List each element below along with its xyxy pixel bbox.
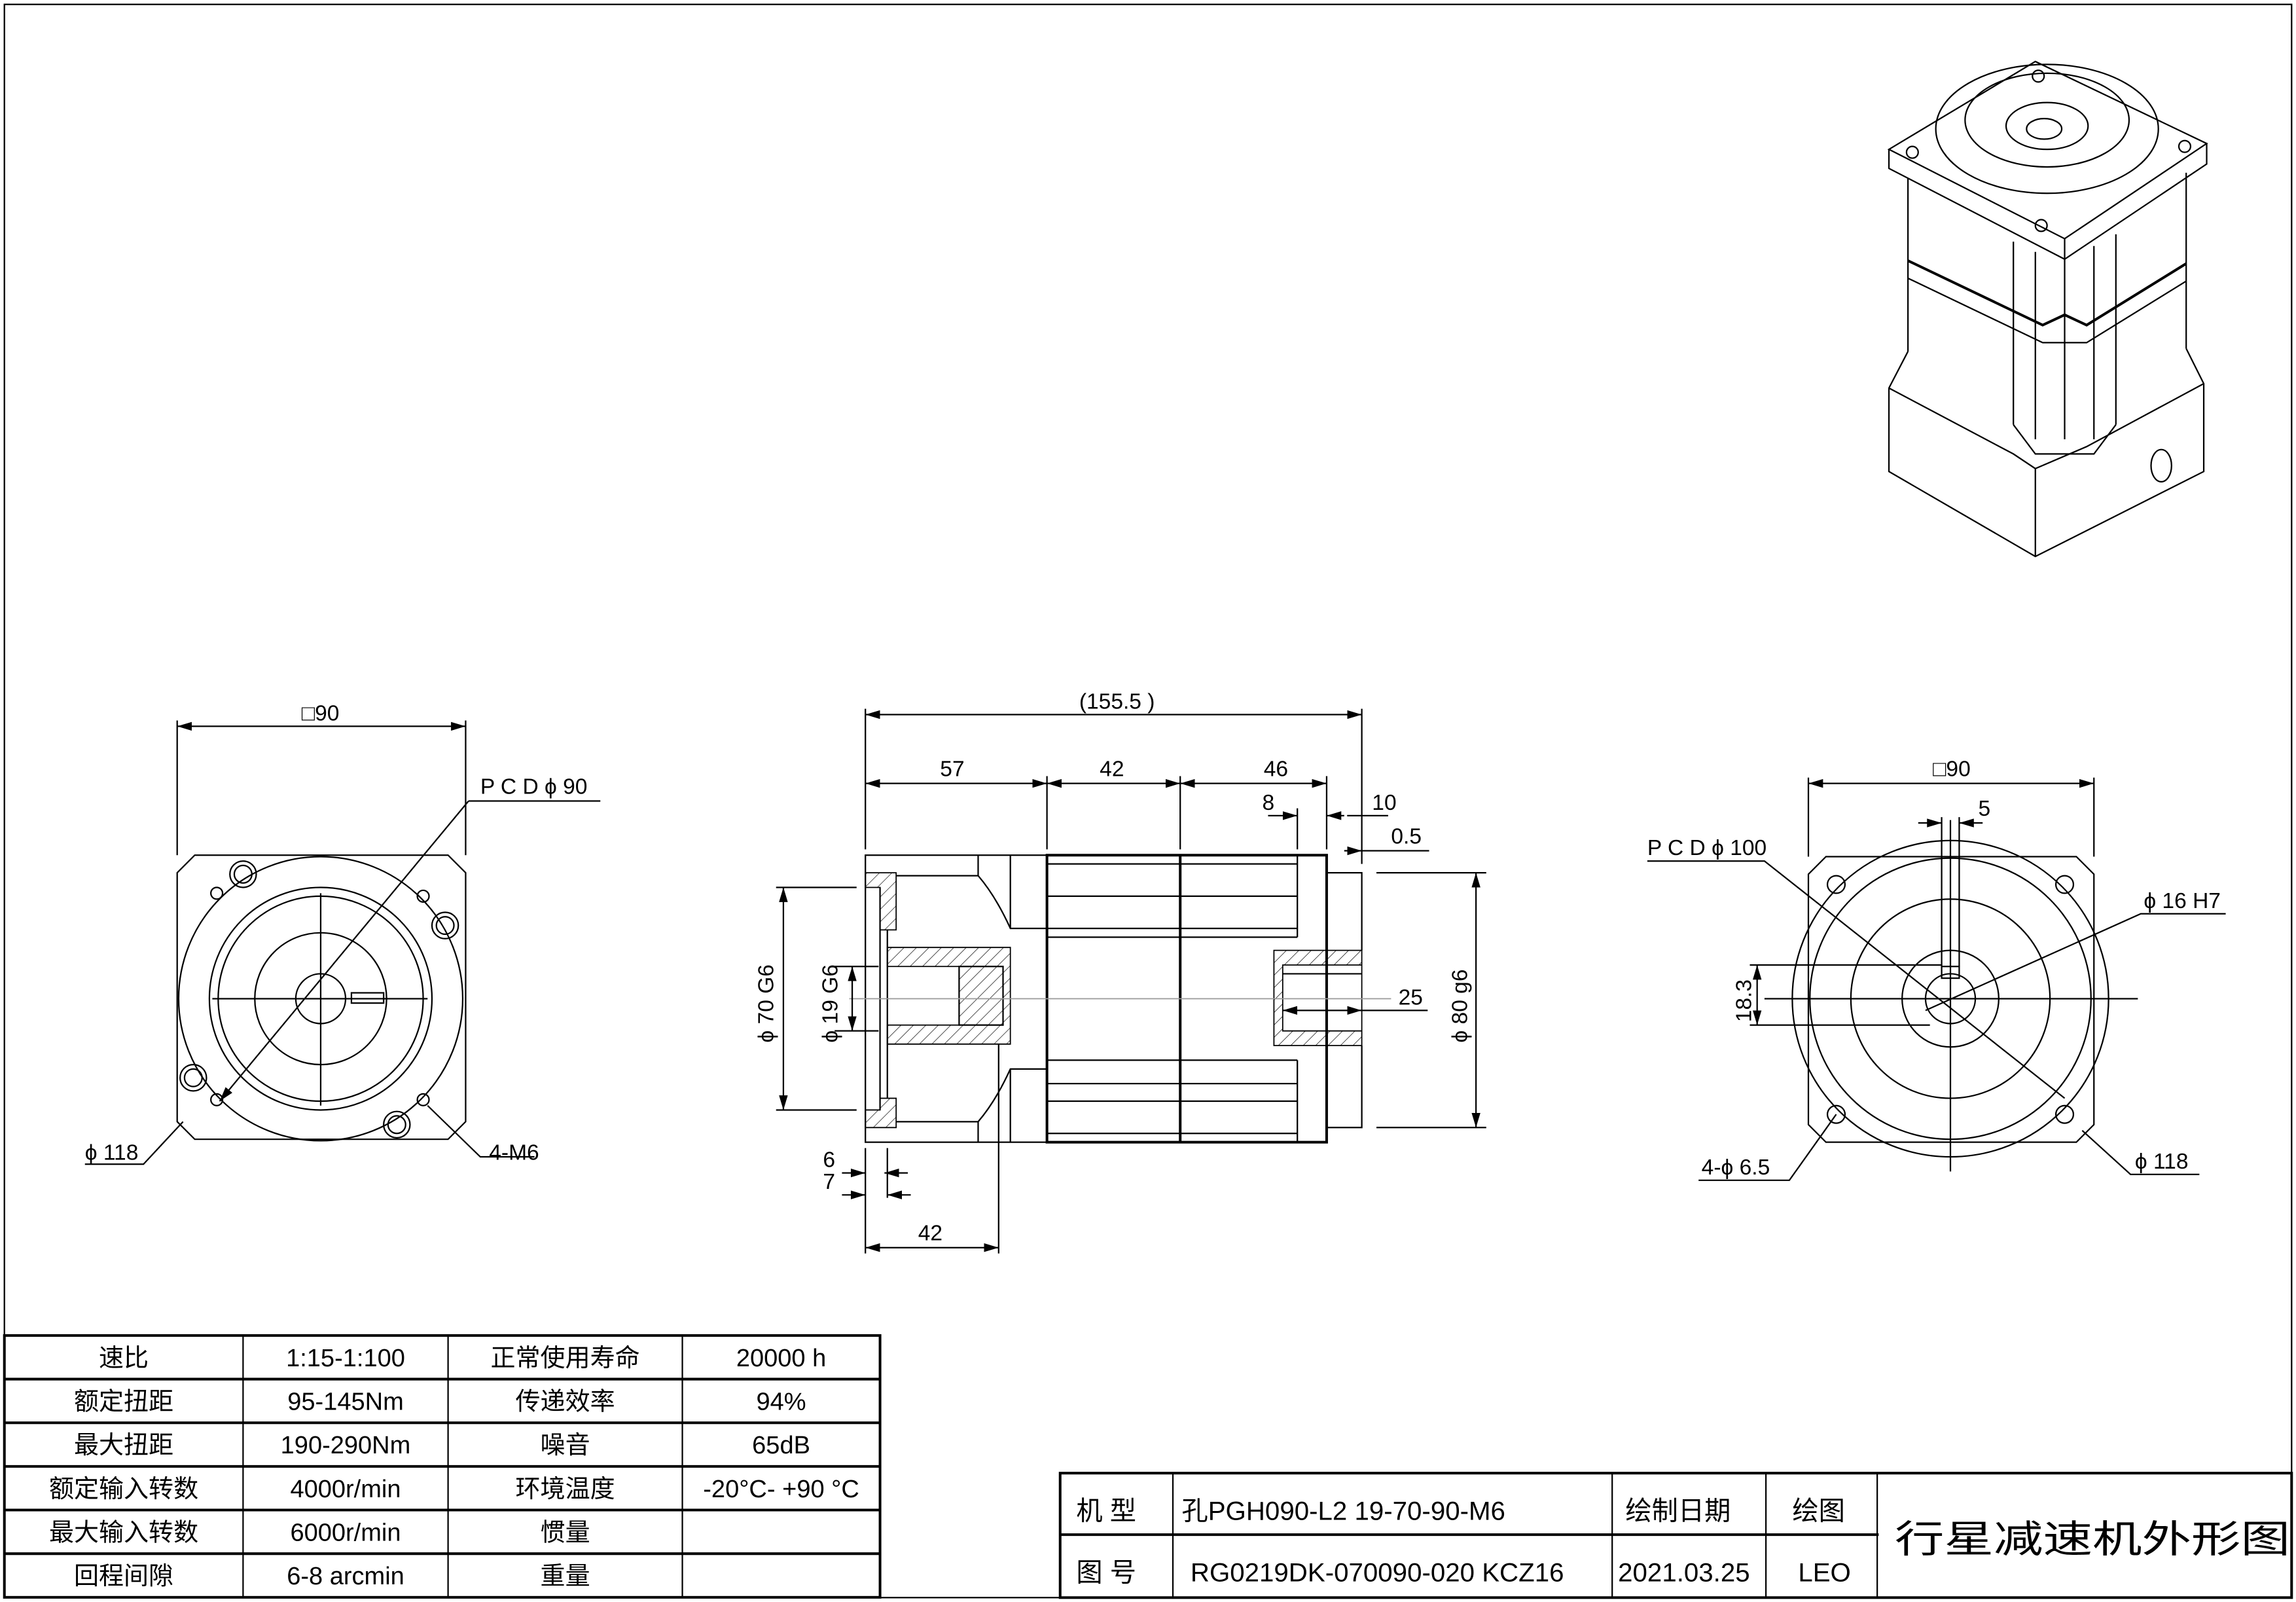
date-label: 绘制日期 [1625, 1497, 1731, 1526]
spec-cell: 惯量 [541, 1520, 590, 1547]
spec-cell: -20°C- +90 °C [703, 1476, 859, 1503]
spec-cell: 额定输入转数 [49, 1476, 198, 1503]
spec-cell: 1:15-1:100 [286, 1345, 405, 1372]
drawer-value: LEO [1798, 1558, 1851, 1588]
spec-cell: 最大输入转数 [49, 1520, 198, 1547]
dim-10: 10 [1372, 791, 1396, 815]
dim-25: 25 [1399, 985, 1423, 1010]
dim-overall: (155.5 ) [1079, 690, 1155, 714]
dim-holes-right: 4-ϕ 6.5 [1702, 1156, 1770, 1180]
dim-0-5: 0.5 [1391, 824, 1422, 848]
dim-outer: ϕ 118 [85, 1141, 139, 1165]
spec-table: 速比 1:15-1:100 正常使用寿命 20000 h 额定扭距 95-145Nm 传递效… [3, 1334, 882, 1599]
dim-57: 57 [940, 757, 964, 781]
date-value: 2021.03.25 [1618, 1558, 1749, 1588]
spec-cell: 重量 [541, 1563, 590, 1590]
title-block: 机 型 孔PGH090-L2 19-70-90-M6 图 号 RG0219DK-… [1058, 1472, 2293, 1599]
spec-cell: 最大扭距 [74, 1432, 173, 1459]
spec-cell: 20000 h [736, 1345, 826, 1372]
dim-output-dia: ϕ 80 g6 [1448, 970, 1473, 1043]
dim-square-right: □90 [1933, 757, 1971, 781]
dim-square: □90 [302, 701, 340, 725]
spec-cell: 6-8 arcmin [287, 1563, 404, 1590]
spec-cell: 额定扭距 [74, 1389, 173, 1416]
drawing-title: 行星减速机外形图 [1895, 1518, 2290, 1561]
spec-cell: 65dB [752, 1432, 810, 1459]
dim-42b: 42 [918, 1222, 942, 1246]
spec-cell: 6000r/min [290, 1520, 401, 1547]
spec-cell: 95-145Nm [287, 1389, 404, 1416]
spec-cell: 4000r/min [290, 1476, 401, 1503]
dim-pcd-right: P C D ϕ 100 [1647, 836, 1767, 860]
dim-flange-dia: ϕ 70 G6 [754, 964, 778, 1042]
spec-cell: 正常使用寿命 [491, 1345, 640, 1372]
isometric-view [1887, 60, 2208, 558]
dim-bore: ϕ 16 H7 [2144, 889, 2221, 913]
output-flange-view: □90 5 P C D ϕ 100 ϕ 16 H7 18.3 4-ϕ 6.5 ϕ… [1647, 757, 2226, 1181]
dim-46: 46 [1264, 757, 1288, 781]
dim-6: 6 [823, 1148, 835, 1173]
model-value: 孔PGH090-L2 19-70-90-M6 [1181, 1497, 1505, 1526]
number-value: RG0219DK-070090-020 KCZ16 [1191, 1558, 1564, 1588]
side-section-view: (155.5 ) 57 42 46 8 10 0.5 ϕ 70 G6 ϕ 19 … [754, 690, 1486, 1254]
spec-cell: 回程间隙 [74, 1563, 173, 1590]
dim-8: 8 [1263, 791, 1275, 815]
spec-cell: 传递效率 [516, 1389, 615, 1416]
spec-cell: 190-290Nm [281, 1432, 411, 1459]
spec-cell: 速比 [99, 1345, 149, 1372]
spec-cell: 噪音 [541, 1432, 590, 1459]
dim-7: 7 [823, 1170, 835, 1194]
drawer-label: 绘图 [1792, 1497, 1845, 1526]
dim-outer-right: ϕ 118 [2135, 1150, 2189, 1174]
dim-42: 42 [1100, 757, 1124, 781]
model-label: 机 型 [1076, 1497, 1136, 1526]
dim-keyway: 5 [1979, 797, 1991, 821]
number-label: 图 号 [1076, 1558, 1136, 1588]
dim-holes: 4-M6 [489, 1141, 539, 1165]
dim-key-height: 18.3 [1732, 979, 1757, 1022]
input-flange-view: □90 P C D ϕ 90 ϕ 118 4-M6 [84, 701, 601, 1165]
spec-cell: 环境温度 [516, 1476, 615, 1503]
dim-bore-dia: ϕ 19 G6 [819, 964, 843, 1042]
spec-cell: 94% [757, 1389, 806, 1416]
dim-pcd: P C D ϕ 90 [480, 774, 588, 799]
